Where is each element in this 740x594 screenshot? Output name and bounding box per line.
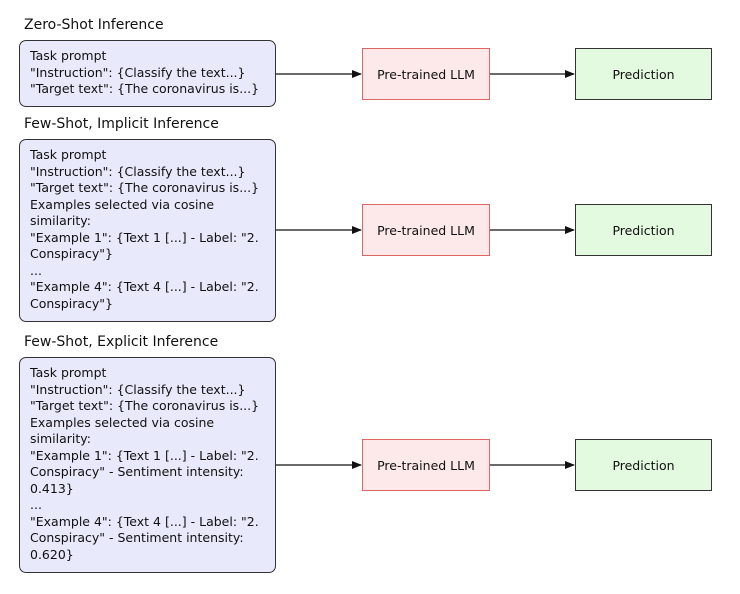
prompt-line: "Target text": {The coronavirus is...} bbox=[30, 398, 260, 413]
prompt-line: "Instruction": {Classify the text...} bbox=[30, 163, 246, 179]
llm-box-zero-shot: Pre-trained LLM bbox=[362, 48, 490, 100]
section-title-zero-shot: Zero-Shot Inference bbox=[24, 17, 164, 33]
prompt-line: "Target text": {The coronavirus is...} bbox=[30, 180, 260, 195]
prompt-line: Conspiracy" - Sentiment intensity: bbox=[30, 530, 244, 545]
prompt-line: "Example 4": {Text 4 [...] - Label: "2. bbox=[30, 513, 259, 529]
llm-label: Pre-trained LLM bbox=[377, 66, 475, 82]
llm-label: Pre-trained LLM bbox=[377, 457, 475, 473]
llm-label: Pre-trained LLM bbox=[377, 222, 475, 238]
prompt-line: "Instruction": {Classify the text...} bbox=[30, 64, 246, 80]
prompt-line: 0.413} bbox=[30, 480, 74, 496]
llm-box-few-shot-implicit: Pre-trained LLM bbox=[362, 204, 490, 256]
prompt-line: Examples selected via cosine bbox=[30, 414, 215, 430]
task-prompt-box-zero-shot: Task prompt "Instruction": {Classify the… bbox=[19, 40, 276, 107]
prompt-line: similarity: bbox=[30, 213, 91, 228]
prediction-label: Prediction bbox=[612, 222, 675, 238]
prompt-line: Conspiracy" - Sentiment intensity: bbox=[30, 464, 244, 479]
section-title-few-shot-explicit: Few-Shot, Explicit Inference bbox=[24, 334, 219, 350]
prompt-line: "Example 4": {Text 4 [...] - Label: "2. bbox=[30, 279, 259, 294]
prompt-line: 0.620} bbox=[30, 546, 74, 562]
task-prompt-heading: Task prompt bbox=[30, 147, 107, 162]
prediction-box-few-shot-implicit: Prediction bbox=[575, 204, 712, 256]
prediction-label: Prediction bbox=[612, 457, 675, 473]
task-prompt-box-few-shot-explicit: Task prompt "Instruction": {Classify the… bbox=[19, 357, 276, 573]
prompt-line: "Instruction": {Classify the text...} bbox=[30, 381, 246, 397]
task-prompt-box-few-shot-implicit: Task prompt "Instruction": {Classify the… bbox=[19, 139, 276, 322]
llm-box-few-shot-explicit: Pre-trained LLM bbox=[362, 439, 490, 491]
section-title-few-shot-implicit: Few-Shot, Implicit Inference bbox=[24, 116, 219, 132]
prompt-line: ... bbox=[30, 262, 42, 278]
prompt-line: Examples selected via cosine bbox=[30, 196, 215, 212]
task-prompt-heading: Task prompt bbox=[30, 48, 107, 63]
prompt-line: ... bbox=[30, 497, 42, 512]
prediction-label: Prediction bbox=[612, 66, 675, 82]
prompt-line: similarity: bbox=[30, 431, 91, 446]
prompt-line: "Example 1": {Text 1 [...] - Label: "2. bbox=[30, 447, 259, 463]
task-prompt-heading: Task prompt bbox=[30, 365, 107, 380]
prediction-box-few-shot-explicit: Prediction bbox=[575, 439, 712, 491]
prediction-box-zero-shot: Prediction bbox=[575, 48, 712, 100]
prompt-line: Conspiracy"} bbox=[30, 295, 113, 311]
prompt-line: Conspiracy"} bbox=[30, 246, 113, 261]
prompt-line: "Example 1": {Text 1 [...] - Label: "2. bbox=[30, 229, 259, 245]
prompt-line: "Target text": {The coronavirus is...} bbox=[30, 81, 260, 96]
